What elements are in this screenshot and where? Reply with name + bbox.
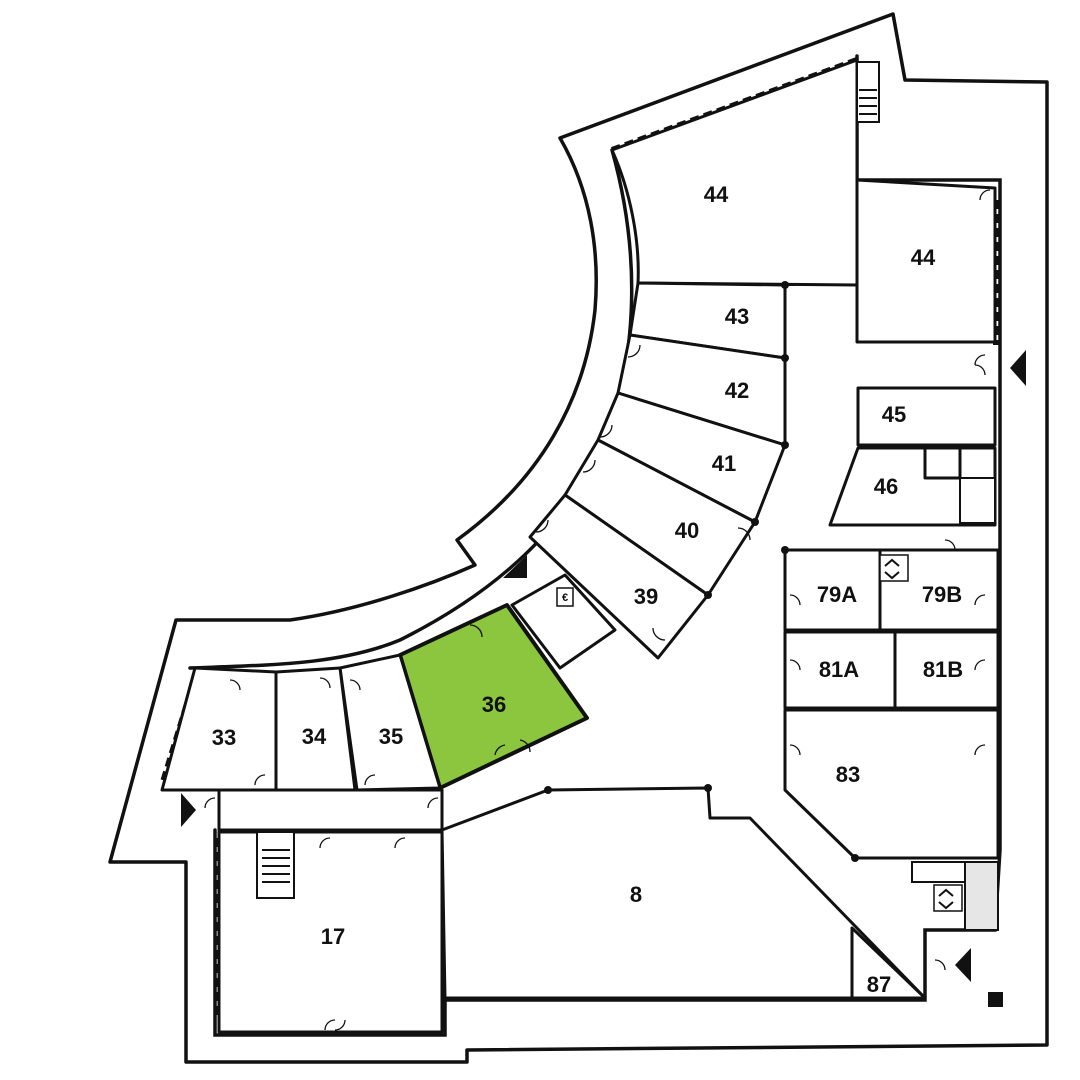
entrance-triangle-icon xyxy=(1010,350,1026,386)
room-label-40: 40 xyxy=(675,518,699,543)
room-81B[interactable] xyxy=(893,630,1000,710)
entrance-triangle-icon xyxy=(955,948,971,982)
entrance-triangle-icon xyxy=(503,555,527,578)
corridor-strip xyxy=(217,788,444,832)
stairs-17-steps xyxy=(262,849,290,883)
room-8[interactable] xyxy=(440,786,927,1000)
room-45[interactable] xyxy=(856,386,997,447)
room-label-44: 44 xyxy=(704,182,729,207)
room-label-41: 41 xyxy=(712,451,736,476)
room-label-42: 42 xyxy=(725,378,749,403)
fire-point-icon xyxy=(988,992,1003,1007)
elevator-shaft xyxy=(964,861,999,931)
room-label-83: 83 xyxy=(836,762,860,787)
door-arcs xyxy=(204,189,991,1031)
room-label-33: 33 xyxy=(212,725,236,750)
room-44-left[interactable] xyxy=(610,58,997,344)
room-label-34: 34 xyxy=(302,724,327,749)
room-label-87: 87 xyxy=(867,972,891,997)
euro-atm-icon: € xyxy=(556,587,574,607)
room-label-45: 45 xyxy=(882,402,906,427)
small-closet xyxy=(923,446,962,480)
room-label-39: 39 xyxy=(634,584,658,609)
svg-text:€: € xyxy=(562,592,568,604)
room-87[interactable] xyxy=(850,926,927,1000)
elevator-icon xyxy=(879,554,909,582)
room-label-46: 46 xyxy=(874,474,898,499)
room-label-8: 8 xyxy=(630,882,642,907)
inner-ring-wall xyxy=(188,148,634,670)
elevator-icon xyxy=(933,884,963,912)
junction-dots xyxy=(544,281,859,862)
right-wing-wall xyxy=(213,54,1002,1037)
room-79B[interactable] xyxy=(878,548,1000,632)
room-label-79A: 79A xyxy=(817,582,857,607)
room-label-44: 44 xyxy=(911,245,936,270)
room-label-36: 36 xyxy=(482,692,506,717)
room-label-43: 43 xyxy=(725,304,749,329)
room-label-81A: 81A xyxy=(819,657,859,682)
stairs-bottom-right xyxy=(911,861,966,883)
stairs-top-steps xyxy=(859,89,877,115)
room-label-79B: 79B xyxy=(922,582,962,607)
entrance-triangle-icon xyxy=(181,793,196,827)
room-39[interactable] xyxy=(528,493,710,660)
room-83[interactable] xyxy=(783,708,1000,860)
room-label-81B: 81B xyxy=(923,657,963,682)
stairs-right xyxy=(959,477,996,524)
room-label-35: 35 xyxy=(379,724,403,749)
room-label-17: 17 xyxy=(321,924,345,949)
atm-booth[interactable] xyxy=(510,573,617,670)
